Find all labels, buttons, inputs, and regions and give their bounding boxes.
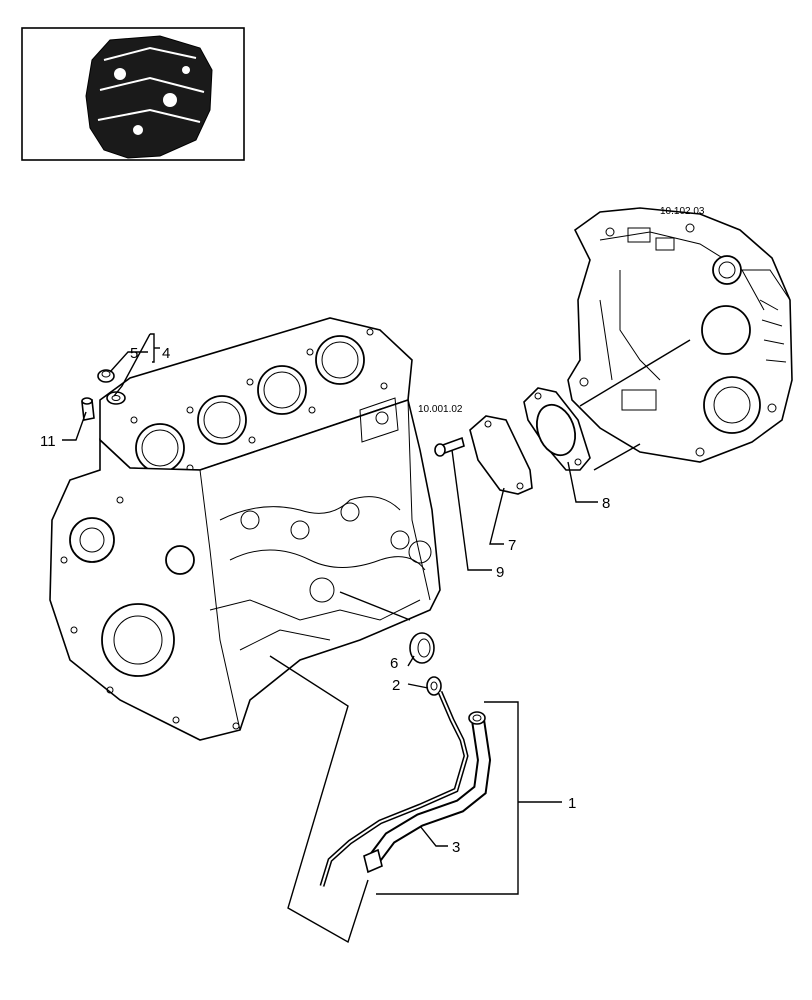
callout-3: 3 xyxy=(452,839,460,856)
callout-5: 5 xyxy=(130,345,138,362)
washer-part-4 xyxy=(106,391,126,405)
callout-7: 7 xyxy=(508,537,516,554)
callout-2: 2 xyxy=(392,677,400,694)
cover-plate-part-7 xyxy=(469,415,533,495)
plug-part-5 xyxy=(97,369,115,383)
callout-1: 1 xyxy=(568,795,576,812)
reference-engine-block: 10.001.02 xyxy=(418,404,463,415)
dipstick xyxy=(319,691,469,887)
plug-part-2 xyxy=(426,676,442,696)
callout-8: 8 xyxy=(602,495,610,512)
dipstick-tube-part-3 xyxy=(363,711,492,874)
callout-9: 9 xyxy=(496,564,504,581)
reference-timing-cover: 10.102.03 xyxy=(660,206,705,217)
leader-lines xyxy=(62,333,691,944)
screw-part-9 xyxy=(434,436,465,457)
callout-6: 6 xyxy=(390,655,398,672)
callout-4: 4 xyxy=(162,345,170,362)
engine-thumbnail xyxy=(21,27,245,161)
callout-11: 11 xyxy=(40,433,56,450)
gasket-part-8 xyxy=(523,387,591,471)
engine-block xyxy=(49,317,441,741)
engine-thumbnail-icon xyxy=(85,35,213,159)
seal-ring-part-6 xyxy=(409,632,435,664)
timing-cover-housing xyxy=(567,207,793,463)
